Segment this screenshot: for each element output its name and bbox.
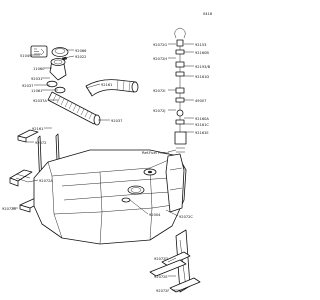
breather-hose [85, 79, 139, 97]
part-label: 11060 [33, 67, 45, 71]
leader-lines [12, 43, 194, 291]
fuel-pump-assembly [165, 27, 187, 213]
reference-fuel-pump-label: Ref.Fuel Pump [142, 150, 169, 155]
part-label: 92031 [31, 77, 42, 81]
part-label: 92161D [195, 75, 209, 79]
filler-hose [47, 91, 99, 125]
part-label: 92161C [195, 123, 209, 127]
part-label: 92193/B [195, 65, 211, 69]
part-label: 11061 [31, 89, 42, 93]
filler-cap [51, 47, 69, 57]
part-label: 92160B [195, 51, 209, 55]
part-label: 92072J [153, 109, 166, 113]
filler-cap-assembly [30, 45, 101, 126]
part-label: 92072D [154, 257, 168, 261]
part-label: 92161E [195, 131, 209, 135]
bracket-left-upper [17, 129, 39, 143]
part-label: 92072C [179, 215, 193, 219]
part-label: 92161 [101, 83, 112, 87]
part-label: 92037 [111, 119, 122, 123]
part-label: 92066 [75, 49, 87, 53]
tank-strap-bottom [149, 229, 201, 293]
part-label: 92072H [153, 57, 167, 61]
bracket-left-top [9, 169, 33, 187]
part-label: 92037A [33, 99, 47, 103]
part-label: 92004 [149, 213, 161, 217]
part-label: 92022 [75, 55, 86, 59]
part-label: 92072 [35, 141, 46, 145]
part-label: 92161 [32, 127, 43, 131]
part-label: 92072E [154, 275, 168, 279]
part-label: 92072A [39, 179, 53, 183]
part-label: 92037 [22, 84, 33, 88]
part-label: 92160A [195, 117, 209, 121]
tank-filler-opening [127, 185, 145, 195]
hose-clamp [46, 80, 58, 88]
part-label: 92072B [2, 207, 16, 211]
part-labels: 51049 92066 92022 11060 92031 92037 1106… [2, 43, 211, 293]
part-label: 49007 [195, 99, 206, 103]
fuel-tank-parts-diagram: 0416 [2, 12, 213, 293]
part-label: 92072I [153, 89, 166, 93]
part-label: 51049 [20, 54, 32, 58]
part-label: 92153 [195, 43, 206, 47]
part-label: 92072F [156, 289, 170, 293]
fuel-tank [33, 149, 187, 245]
page-code: 0416 [203, 12, 213, 16]
part-label: 92072G [153, 43, 167, 47]
